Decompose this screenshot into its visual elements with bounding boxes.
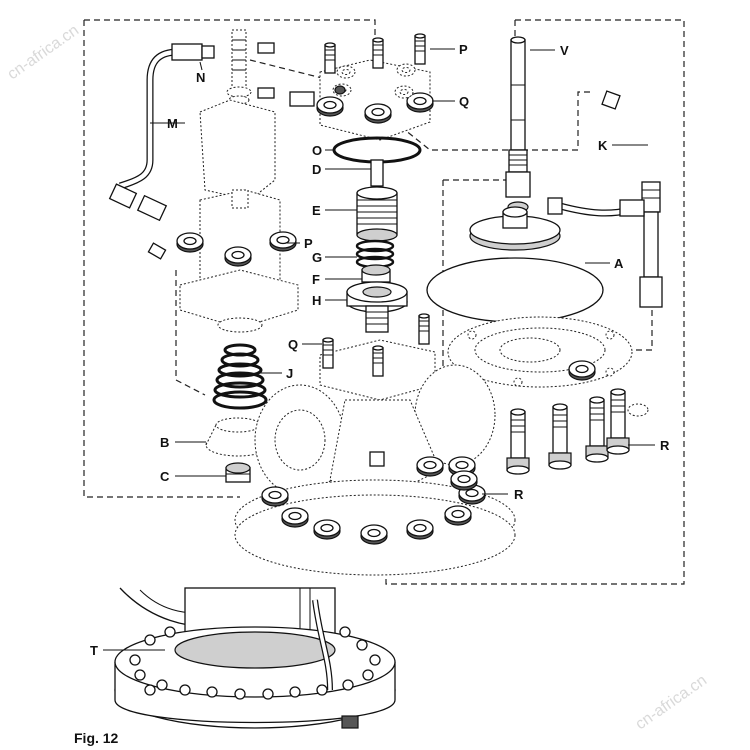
part-r-bolts [506,388,649,475]
label-k: K [598,138,608,153]
watermark-left: cn-africa.cn [5,22,82,83]
label-h: H [312,293,321,308]
label-f: F [312,272,320,287]
label-q-top: Q [459,94,469,109]
part-f-seat [361,264,391,283]
part-m-control-line [108,43,215,260]
label-n: N [196,70,205,85]
label-r-bottom: R [514,487,524,502]
part-labels: V K A R R P Q N M O D E P G F H Q J B C … [90,42,670,658]
label-q-mid: Q [288,337,298,352]
part-e-cartridge [356,186,398,242]
label-e: E [312,203,321,218]
label-d: D [312,162,321,177]
lower-diaphragm-housing [447,316,633,388]
label-v: V [560,43,569,58]
part-g-spring [355,239,395,269]
installed-view [114,587,396,729]
part-h-nut [346,281,408,333]
label-r-right: R [660,438,670,453]
part-a-diaphragm [426,257,604,323]
part-c-plug [225,462,251,483]
part-k-sensing-pipe [547,90,663,308]
label-p-mid: P [304,236,313,251]
center-exploded-parts [332,136,422,333]
label-o: O [312,143,322,158]
label-a: A [614,256,624,271]
label-t: T [90,643,98,658]
leader-lines [103,48,655,651]
part-o-gasket [332,136,422,164]
watermark-right: cn-africa.cn [633,672,710,733]
part-d-pin [370,159,384,187]
adjusting-screw [226,29,346,107]
label-p-top: P [459,42,468,57]
pilot-top-plate [316,33,434,141]
figure-caption: Fig. 12 [74,730,119,746]
label-b: B [160,435,169,450]
part-v-stem-assembly [469,36,561,251]
label-g: G [312,250,322,265]
label-c: C [160,469,170,484]
label-j: J [286,366,293,381]
part-j-spring [212,343,268,410]
label-m: M [167,116,178,131]
pilot-body [176,99,299,333]
part-b-cup [205,417,271,457]
